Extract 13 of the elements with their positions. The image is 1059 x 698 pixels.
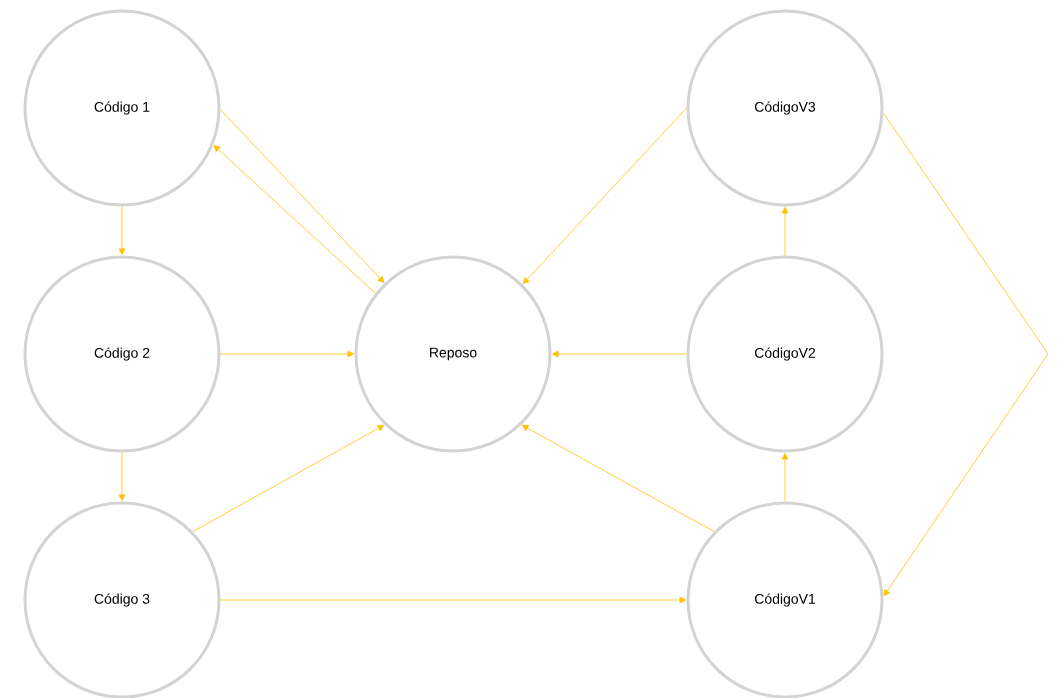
arrow (220, 109, 385, 283)
arrow (781, 207, 789, 256)
arrow (552, 350, 687, 358)
arrow (883, 112, 1049, 597)
arrow (220, 596, 686, 604)
arrow (192, 424, 385, 532)
arrow (118, 206, 126, 255)
arrow (521, 424, 715, 532)
arrow (118, 452, 126, 501)
arrow (781, 453, 789, 502)
arrow (213, 145, 376, 294)
arrow (522, 107, 687, 285)
arrow (220, 350, 354, 358)
